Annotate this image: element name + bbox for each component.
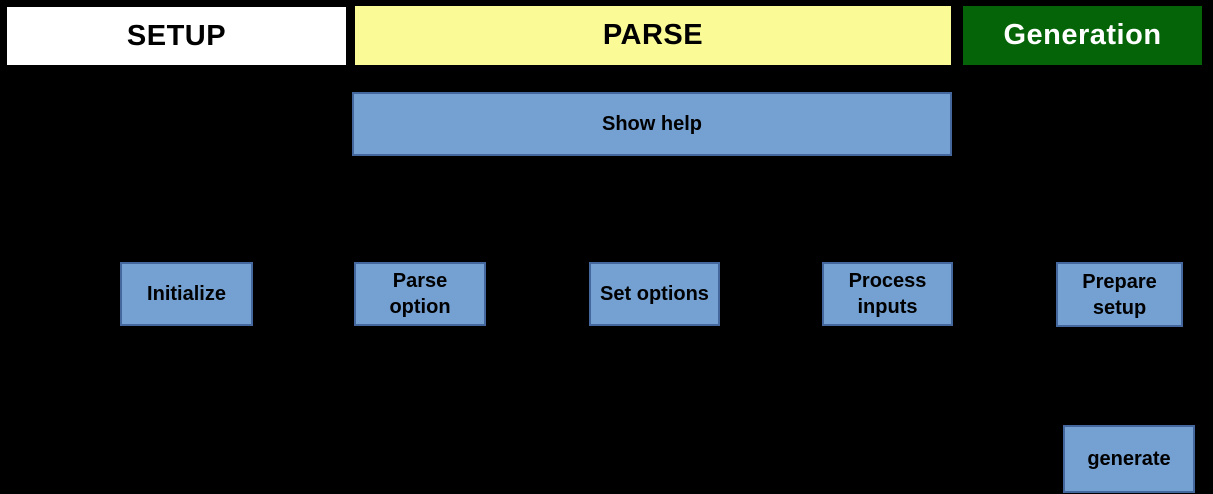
node-prepare-setup-label: Prepare setup — [1082, 270, 1157, 319]
lane-header-parse: PARSE — [352, 3, 954, 68]
node-generate: generate — [1063, 425, 1195, 493]
lane-header-generation-label: Generation — [1003, 19, 1162, 51]
node-set-options-label: Set options — [600, 283, 709, 305]
node-initialize-label: Initialize — [147, 283, 226, 305]
lane-header-parse-label: PARSE — [602, 19, 704, 51]
lane-header-setup: SETUP — [4, 4, 349, 68]
lane-header-generation: Generation — [960, 3, 1205, 68]
node-process-inputs: Process inputs — [822, 262, 953, 326]
node-parse-option: Parse option — [354, 262, 486, 326]
node-set-options: Set options — [589, 262, 720, 326]
node-parse-option-label: Parse option — [389, 270, 451, 318]
lane-header-setup-label: SETUP — [126, 19, 227, 52]
node-prepare-setup: Prepare setup — [1056, 262, 1183, 327]
node-generate-label: generate — [1087, 448, 1171, 470]
node-process-inputs-label: Process inputs — [848, 270, 927, 318]
node-initialize: Initialize — [120, 262, 253, 326]
node-show-help: Show help — [352, 92, 952, 156]
node-show-help-label: Show help — [602, 113, 702, 135]
